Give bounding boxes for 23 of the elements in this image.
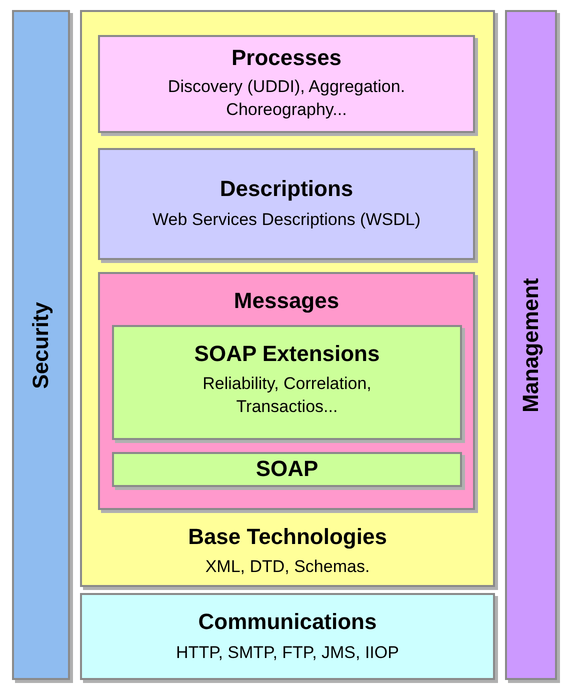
layer-box <box>112 325 462 440</box>
layer-title: Messages <box>232 288 340 314</box>
layer-box <box>98 35 475 133</box>
layer-description: Web Services Descriptions (WSDL) <box>152 209 422 231</box>
layer-box <box>112 452 462 487</box>
side-bar <box>505 10 557 680</box>
layer-panel <box>80 10 495 587</box>
layer-title: SOAP <box>254 456 320 482</box>
layer-description: Discovery (UDDI), Aggregation. Choreography... <box>166 76 406 121</box>
layer-title: Management <box>518 278 544 412</box>
layer-box <box>80 593 495 680</box>
layer-box <box>98 272 475 510</box>
layer-title: Processes <box>230 45 343 71</box>
side-bar <box>12 10 70 680</box>
layer-description: XML, DTD, Schemas. <box>204 556 371 578</box>
layer-title: SOAP Extensions <box>193 341 381 367</box>
layer-description: Reliability, Correlation, Transactios... <box>202 373 372 418</box>
layer-title: Base Technologies <box>187 524 388 550</box>
layer-title: Descriptions <box>218 176 354 202</box>
layer-title: Security <box>28 302 54 388</box>
layer-description: HTTP, SMTP, FTP, JMS, IIOP <box>175 642 400 664</box>
layer-box <box>98 148 475 260</box>
layer-title: Communications <box>197 609 378 635</box>
